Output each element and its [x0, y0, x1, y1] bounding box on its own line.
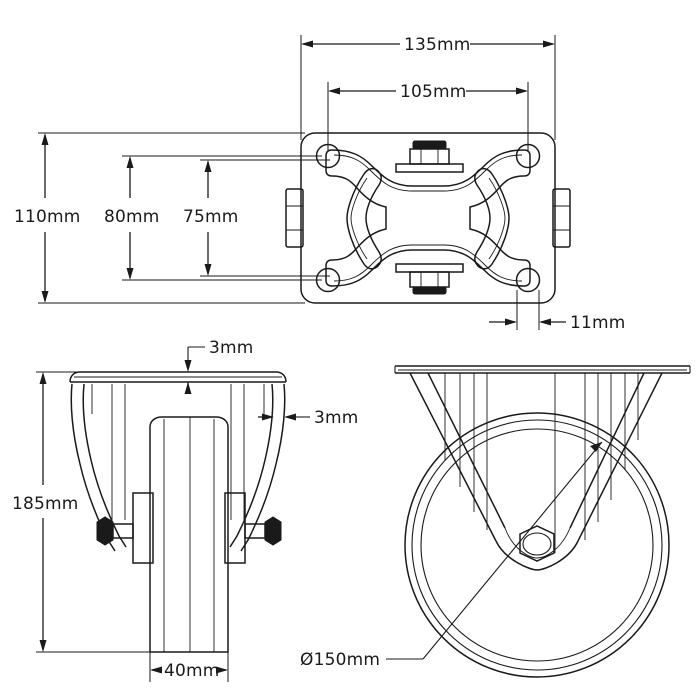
top-bolt-lower [395, 263, 464, 295]
top-slot-left [346, 167, 382, 270]
front-fork-bottom-curve [495, 540, 579, 571]
dimension-wheel-diameter: Ø150mm [300, 441, 603, 670]
dimension-label-75mm: 75mm [183, 207, 239, 227]
dimension-label-110mm: 110mm [14, 207, 81, 227]
top-slot-left-inner [350, 177, 368, 260]
front-wheel-rim-circle [420, 428, 654, 662]
dimension-label-diameter-150mm: Ø150mm [300, 650, 380, 670]
side-fork-arm-right-inner [229, 383, 274, 548]
dimension-hole-diameter: 11mm [489, 290, 626, 333]
dimension-bolt-spacing-length: 80mm [104, 155, 322, 281]
front-fork-bottom-curve-inner [504, 527, 571, 559]
dimension-label-185mm: 185mm [12, 494, 79, 514]
side-axle-bolt-left [96, 516, 134, 546]
top-view [285, 132, 571, 304]
front-fork-leg-right-outer [577, 372, 663, 542]
top-plate-outline [300, 132, 556, 304]
dimension-label-11mm: 11mm [570, 313, 626, 333]
top-bolt-upper [395, 140, 464, 173]
dimension-label-80mm: 80mm [104, 207, 160, 227]
dimension-plate-length-overall: 110mm [14, 132, 305, 304]
dimension-label-135mm: 135mm [404, 35, 471, 55]
top-side-tab-left [285, 188, 304, 248]
side-plate-top-edge [80, 371, 287, 383]
dimension-plate-width-overall: 135mm [300, 35, 556, 140]
mounting-hole-bottom-right [515, 267, 541, 293]
front-fork-leg-left-outer [409, 372, 497, 542]
front-wheel-tread-inner-circle [411, 419, 663, 671]
side-view [69, 371, 287, 653]
front-axle-hex-nut [519, 525, 555, 562]
top-slot-right [474, 167, 510, 270]
dimension-label-40mm: 40mm [164, 661, 220, 681]
front-fork-leg-right-inner [569, 372, 645, 529]
top-bracket-body-outline [325, 149, 531, 287]
dimension-slot-span: 75mm [183, 159, 330, 277]
top-side-tab-right [552, 188, 571, 248]
top-slot-right-inner [488, 177, 506, 260]
top-bracket-edge-upper [333, 154, 523, 192]
side-wheel-tread [149, 416, 229, 653]
top-bracket-edge-lower [333, 244, 523, 282]
dimension-label-3mm-plate: 3mm [209, 338, 254, 358]
dimension-label-105mm: 105mm [400, 82, 467, 102]
front-view [394, 365, 691, 678]
dimension-wheel-width: 40mm [149, 652, 229, 682]
front-wheel-outer-circle [404, 412, 670, 678]
dimension-overall-height: 185mm [12, 371, 150, 653]
dimension-plate-thickness: 3mm [184, 338, 254, 394]
side-axle-bolt-right [244, 516, 282, 546]
dimension-bracket-thickness: 3mm [258, 408, 359, 428]
dimension-bolt-spacing-width: 105mm [327, 82, 529, 152]
dimension-label-3mm-bracket: 3mm [314, 408, 359, 428]
front-fork-leg-left-inner [427, 372, 506, 529]
